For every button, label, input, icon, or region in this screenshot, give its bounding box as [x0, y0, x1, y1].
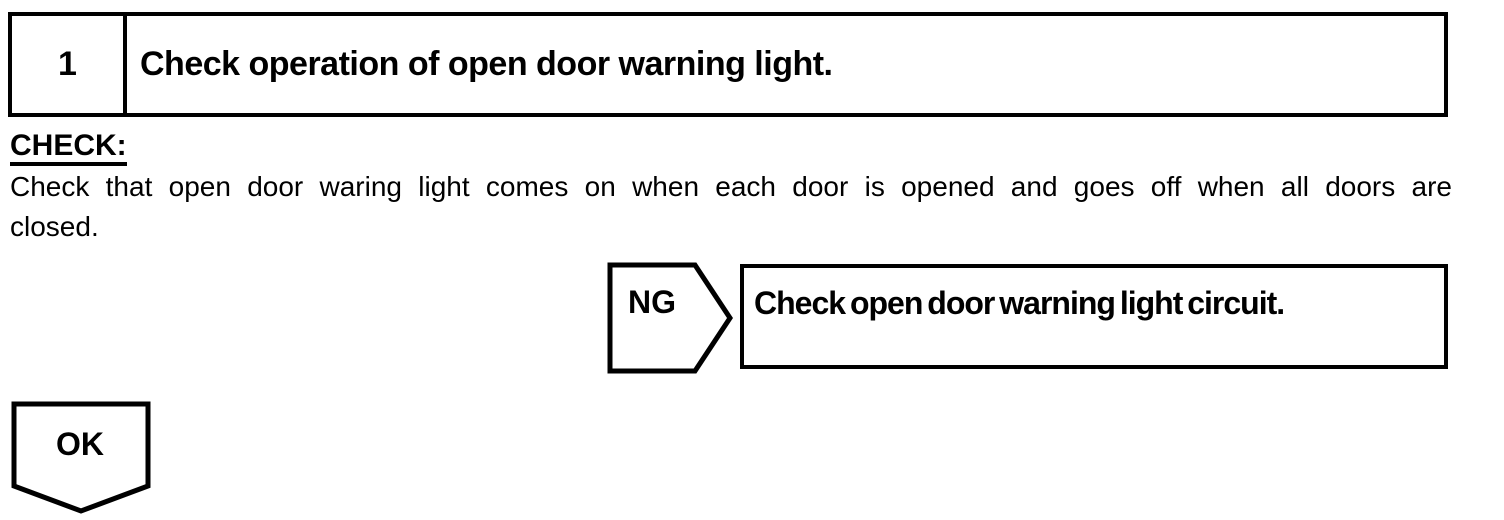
check-body: Check that open door waring light comes …: [10, 167, 1452, 247]
ng-pentagon-icon: [607, 262, 733, 374]
ng-connector-label: NG: [628, 284, 676, 320]
ng-connector: NG: [606, 261, 734, 375]
check-heading: CHECK:: [10, 131, 127, 166]
ok-connector-label: OK: [56, 426, 104, 462]
check-body-line-1: Check that open door waring light comes …: [10, 171, 1452, 202]
step-number: 1: [12, 16, 127, 113]
ng-action-box: Check open door warning light circuit.: [740, 264, 1448, 369]
check-body-line-2: closed.: [10, 211, 99, 242]
step-header: 1 Check operation of open door warning l…: [8, 12, 1448, 117]
ng-action-text: Check open door warning light circuit.: [754, 285, 1285, 321]
step-title: Check operation of open door warning lig…: [140, 45, 833, 83]
ok-pentagon-icon: [11, 401, 151, 514]
ok-connector: OK: [10, 400, 152, 514]
